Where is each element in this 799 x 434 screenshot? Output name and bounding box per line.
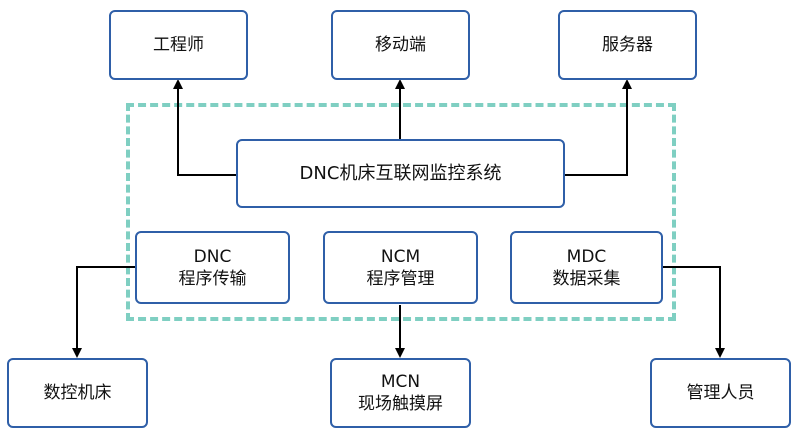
arrow-dnc-to-cnc <box>72 266 135 358</box>
engineer-label: 工程师 <box>153 35 204 55</box>
mobile-node: 移动端 <box>331 10 470 80</box>
staff-label: 管理人员 <box>686 383 755 403</box>
mcn-title: MCN <box>380 372 421 392</box>
server-label: 服务器 <box>602 35 653 55</box>
arrow-system-to-engineer <box>173 79 236 176</box>
engineer-node: 工程师 <box>109 10 248 80</box>
mdc-title: MDC <box>566 246 607 267</box>
system-node: DNC机床互联网监控系统 <box>236 139 565 208</box>
mobile-label: 移动端 <box>375 35 426 55</box>
dnc-module: DNC 程序传输 <box>135 231 290 304</box>
cnc-node: 数控机床 <box>7 358 148 428</box>
mcn-subtitle: 现场触摸屏 <box>358 394 443 414</box>
system-label: DNC机床互联网监控系统 <box>299 162 502 184</box>
mcn-node: MCN 现场触摸屏 <box>330 358 471 428</box>
mdc-module: MDC 数据采集 <box>510 231 663 304</box>
arrow-mdc-to-staff <box>663 266 725 358</box>
arrow-system-to-server <box>565 79 632 176</box>
dnc-title: DNC <box>193 246 232 267</box>
server-node: 服务器 <box>558 10 697 80</box>
ncm-subtitle: 程序管理 <box>366 268 435 289</box>
ncm-title: NCM <box>380 246 421 267</box>
staff-node: 管理人员 <box>650 358 791 428</box>
ncm-module: NCM 程序管理 <box>323 231 478 304</box>
mdc-subtitle: 数据采集 <box>552 268 621 289</box>
cnc-label: 数控机床 <box>43 383 112 403</box>
dnc-subtitle: 程序传输 <box>178 268 247 289</box>
